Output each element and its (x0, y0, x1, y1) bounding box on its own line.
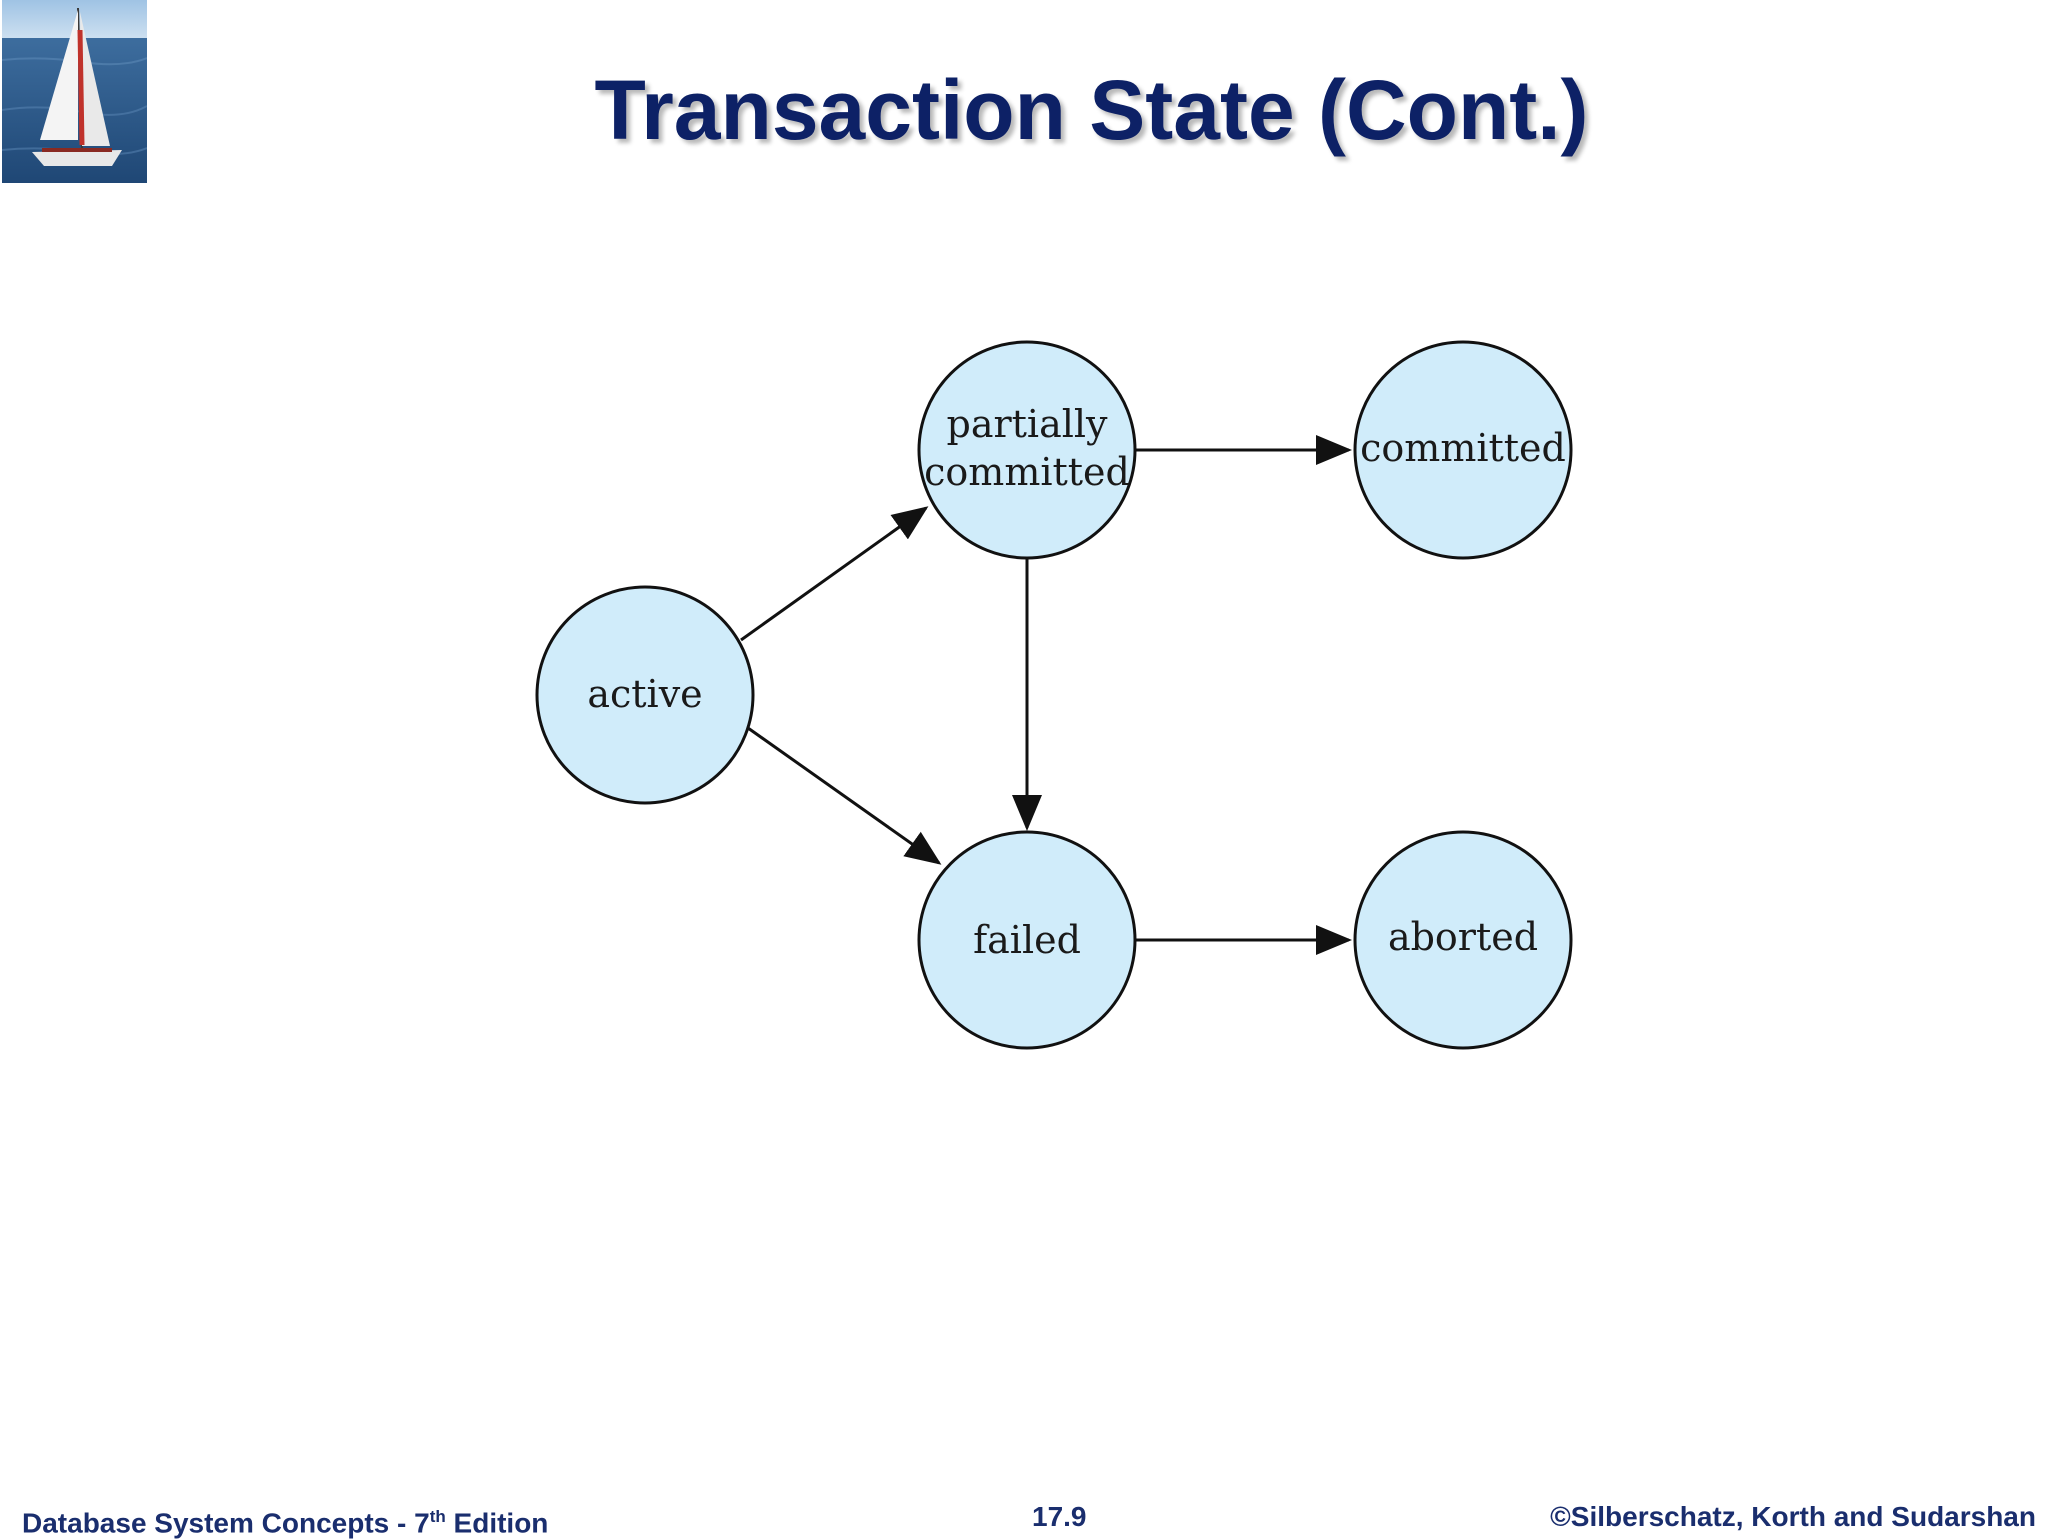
footer-edition-superscript: th (429, 1507, 446, 1526)
node-failed: failed (917, 830, 1137, 1050)
footer-book-title-main: Database System Concepts - 7 (22, 1507, 430, 1539)
footer-slide-number: 17.9 (1032, 1501, 1087, 1532)
slide-title: Transaction State (Cont.) (594, 63, 1589, 157)
sailboat-logo (2, 0, 147, 183)
node-committed: committed (1353, 340, 1573, 560)
edge-active-to-failed (747, 726, 942, 865)
node-active-label: active (587, 672, 702, 716)
node-partially-committed-label-line2: committed (924, 450, 1130, 494)
footer-book-title-edition: Edition (445, 1507, 549, 1539)
node-active: active (535, 585, 755, 805)
footer-copyright: ©Silberschatz, Korth and Sudarshan (1550, 1501, 2036, 1532)
node-committed-label: committed (1360, 426, 1566, 470)
edge-active-to-partially-committed (740, 506, 929, 642)
node-failed-label: failed (973, 918, 1081, 962)
node-partially-committed-label-line1: partially (947, 402, 1109, 446)
node-aborted: aborted (1353, 830, 1573, 1050)
node-aborted-label: aborted (1388, 915, 1538, 959)
footer-book-title: Database System Concepts - 7th Edition (22, 1500, 548, 1540)
node-partially-committed: partially committed (917, 340, 1137, 560)
